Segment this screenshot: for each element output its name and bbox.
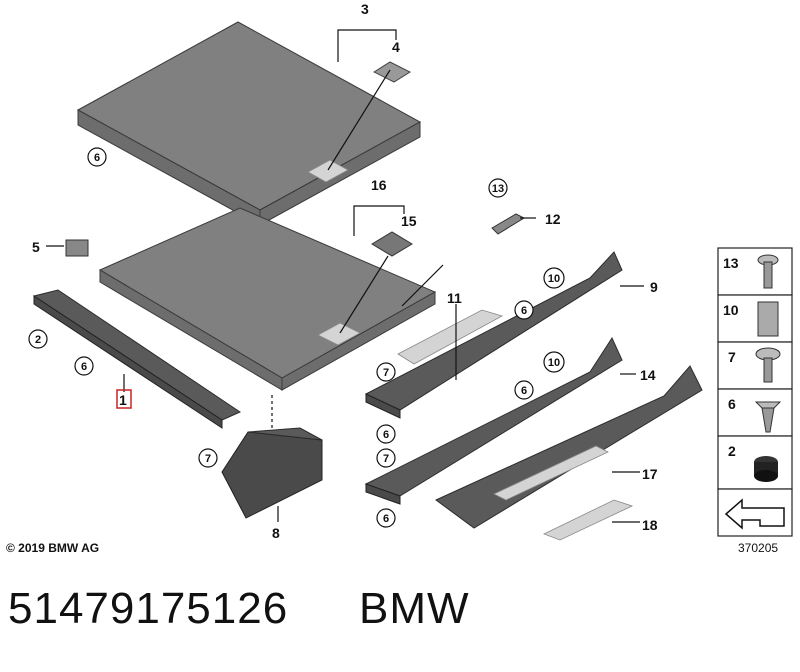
insert-11 xyxy=(397,309,504,365)
bracket-8 xyxy=(221,427,323,519)
cover-15 xyxy=(371,231,413,257)
svg-text:7: 7 xyxy=(383,453,389,465)
leader-lines xyxy=(46,29,644,523)
callout-11: 11 xyxy=(447,290,462,306)
svg-text:6: 6 xyxy=(383,513,389,525)
callout-9: 9 xyxy=(650,279,658,295)
insert-18 xyxy=(542,499,634,541)
sill-9 xyxy=(364,251,623,419)
callout-1: 1 xyxy=(119,392,127,408)
svg-text:7: 7 xyxy=(205,453,211,465)
callout-6-rail: 6 xyxy=(74,356,94,376)
callout-8: 8 xyxy=(272,525,280,541)
rail-1 xyxy=(32,289,242,429)
arrow-symbol-icon xyxy=(724,498,785,530)
expanding-rivet-icon xyxy=(754,401,782,433)
svg-text:6: 6 xyxy=(383,429,389,441)
svg-text:13: 13 xyxy=(492,183,504,195)
legend-number-13: 13 xyxy=(723,255,739,271)
callout-2: 2 xyxy=(28,329,48,349)
callout-6-d: 6 xyxy=(376,508,396,528)
screw-icon xyxy=(757,254,779,289)
svg-text:2: 2 xyxy=(35,334,41,346)
clip-nut-icon xyxy=(757,301,779,337)
legend-number-6: 6 xyxy=(728,396,736,412)
flange-screw-icon xyxy=(755,347,781,383)
callout-4: 4 xyxy=(392,39,400,55)
footer-part-number: 51479175126 xyxy=(8,584,289,633)
svg-text:7: 7 xyxy=(383,367,389,379)
svg-text:6: 6 xyxy=(94,152,100,164)
callout-12: 12 xyxy=(545,211,561,227)
callout-3: 3 xyxy=(361,1,369,17)
reference-number: 370205 xyxy=(738,541,779,555)
floor-panel-lower xyxy=(98,207,437,391)
legend-number-10: 10 xyxy=(723,302,739,318)
callout-5: 5 xyxy=(32,239,40,255)
svg-text:6: 6 xyxy=(521,305,527,317)
callout-10-a: 10 xyxy=(543,267,565,289)
svg-text:6: 6 xyxy=(81,361,87,373)
svg-text:10: 10 xyxy=(548,357,560,369)
cover-4 xyxy=(372,61,412,83)
footer-brand: BMW xyxy=(359,584,470,633)
sill-14 xyxy=(364,336,623,505)
highlight-box xyxy=(116,389,132,409)
callout-14: 14 xyxy=(640,367,656,383)
callout-6-c: 6 xyxy=(514,380,534,400)
floor-panel-upper xyxy=(76,21,422,226)
rubber-grommet-icon xyxy=(754,456,778,482)
callout-7-rail: 7 xyxy=(198,448,218,468)
legend-number-2: 2 xyxy=(728,443,736,459)
callout-16: 16 xyxy=(371,177,387,193)
callout-17: 17 xyxy=(642,466,658,482)
callout-6-a: 6 xyxy=(514,300,534,320)
callout-18: 18 xyxy=(642,517,658,533)
trim-17 xyxy=(435,365,703,529)
callouts: 3 4 16 15 5 12 11 1 8 9 14 17 18 xyxy=(32,1,658,541)
copyright-text: © 2019 BMW AG xyxy=(6,541,100,555)
callout-7-a: 7 xyxy=(376,362,396,382)
callout-10-b: 10 xyxy=(543,351,565,373)
fastener-legend: 13 10 7 6 2 xyxy=(717,247,793,537)
callout-6-top: 6 xyxy=(87,147,107,167)
strap-12 xyxy=(491,213,526,235)
legend-number-7: 7 xyxy=(728,349,736,365)
svg-text:6: 6 xyxy=(521,385,527,397)
svg-text:10: 10 xyxy=(548,273,560,285)
callout-13: 13 xyxy=(488,178,508,198)
callout-15: 15 xyxy=(401,213,417,229)
clip-5 xyxy=(65,239,89,257)
parts-diagram: 3 4 16 15 5 12 11 1 8 9 14 17 18 6 13 2 … xyxy=(28,1,793,541)
callout-7-b: 7 xyxy=(376,448,396,468)
callout-6-b: 6 xyxy=(376,424,396,444)
circled-callouts: 6 13 2 6 7 10 6 7 6 10 6 7 6 xyxy=(28,147,565,528)
